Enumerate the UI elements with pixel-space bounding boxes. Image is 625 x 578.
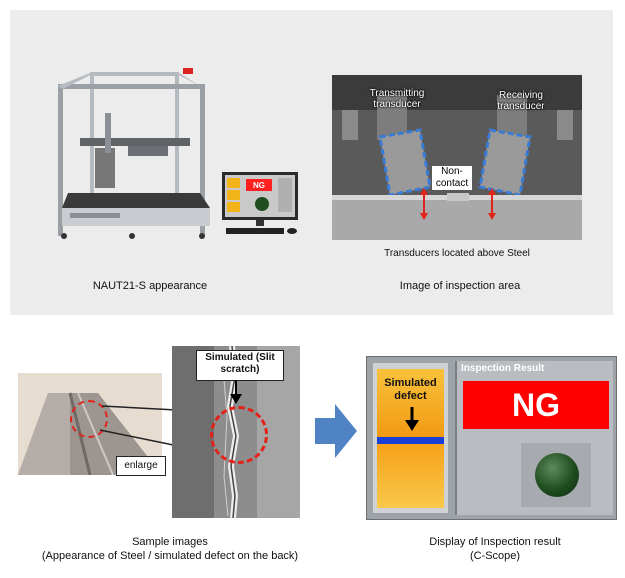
sample-caption-2: (Appearance of Steel / simulated defect …	[41, 550, 299, 562]
inspection-photo	[332, 75, 582, 240]
sample-caption-1: Sample images	[132, 536, 208, 548]
result-caption-2: (C-Scope)	[469, 550, 521, 562]
cscope-display: Simulated defect Inspection Result NG	[366, 356, 617, 520]
cscope-defect-band	[377, 437, 444, 444]
result-panel: Inspection Result NG	[455, 361, 613, 515]
above-steel-label: Transducers located above Steel	[384, 248, 530, 259]
ng-banner	[463, 381, 609, 429]
green-lamp-icon	[535, 453, 579, 497]
transmitting-label: Transmitting transducer	[369, 88, 425, 110]
sample-defect-circle	[70, 400, 108, 438]
inspection-caption: Image of inspection area	[399, 280, 521, 292]
result-title: Inspection Result	[461, 363, 545, 374]
enlarge-label: enlarge	[116, 456, 166, 476]
receiving-label: Receiving transducer	[497, 90, 545, 112]
non-contact-label: Non-contact	[432, 166, 472, 190]
cscope-strip: Simulated defect	[373, 363, 448, 513]
right-arrow-icon	[315, 404, 357, 458]
machine-photo	[50, 68, 220, 248]
monitor-ng-label: NG	[253, 181, 265, 190]
machine-caption: NAUT21-S appearance	[92, 280, 208, 292]
simulated-slit-label: Simulated (Slit scratch)	[196, 350, 284, 381]
monitor	[222, 172, 300, 240]
slit-arrow-icon	[230, 380, 242, 404]
enlarged-defect-circle	[210, 406, 268, 464]
simulated-defect-label: Simulated defect	[384, 377, 437, 402]
defect-arrow-icon	[405, 407, 419, 431]
ng-text: NG	[512, 387, 560, 423]
result-caption-1: Display of Inspection result	[429, 536, 561, 548]
cscope-orange-bottom	[377, 444, 444, 508]
